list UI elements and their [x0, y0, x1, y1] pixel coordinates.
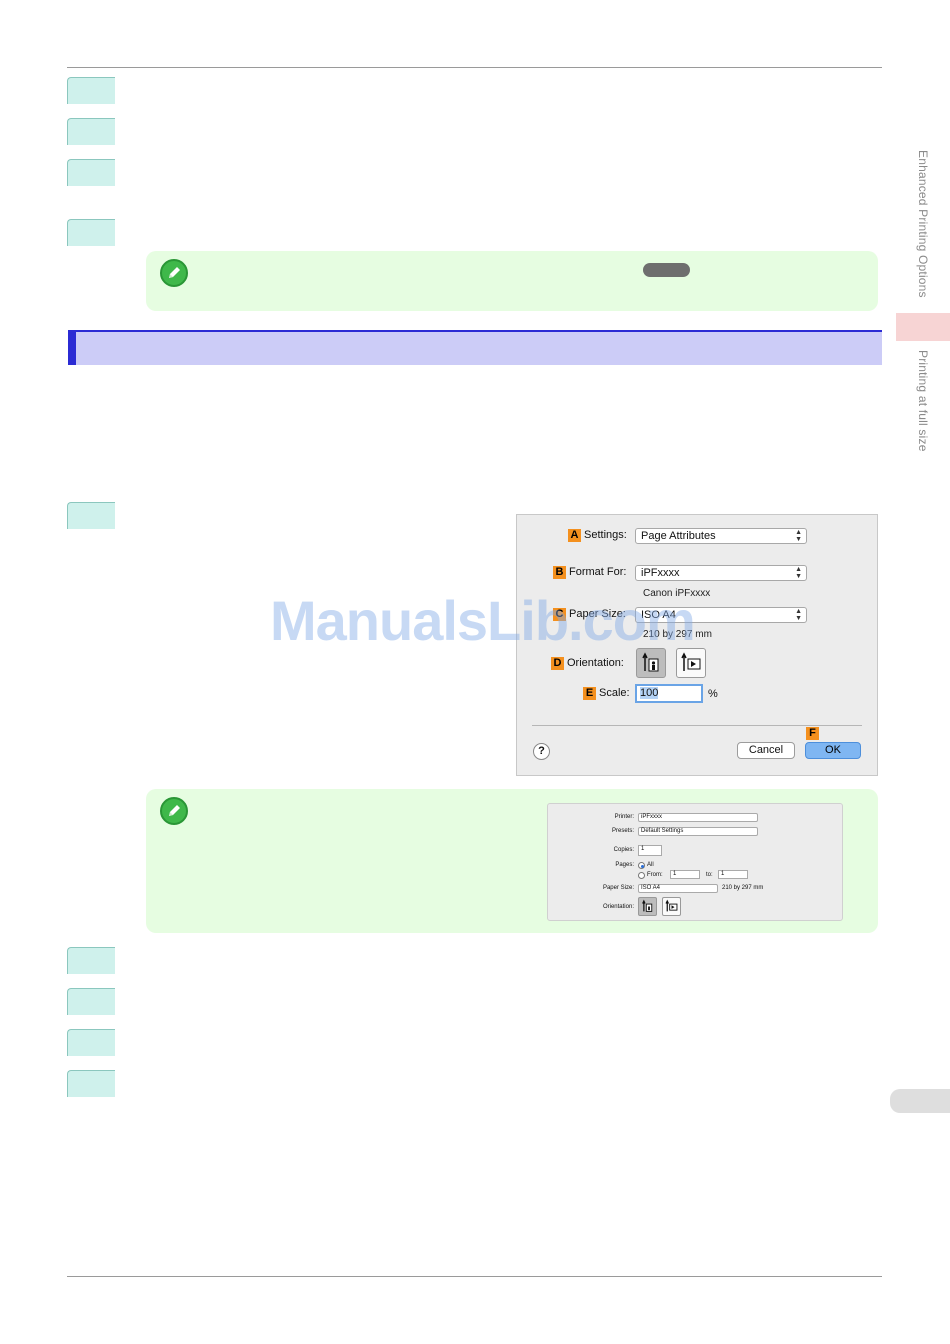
section-heading-bar	[68, 330, 882, 365]
scale-input[interactable]: 100	[635, 684, 703, 703]
side-chapter-title[interactable]: Enhanced Printing Options	[916, 150, 930, 298]
printer-select[interactable]: iPFxxxx	[638, 813, 758, 822]
updown-arrows-icon: ▲▼	[795, 566, 802, 580]
presets-select[interactable]: Default Settings	[638, 827, 758, 836]
copies-input[interactable]: 1	[638, 845, 662, 856]
pages-to-label: to:	[706, 872, 713, 878]
updown-arrows-icon: ▲▼	[795, 608, 802, 622]
scale-unit: %	[708, 688, 718, 700]
paper-size-select[interactable]: ISO A4	[638, 884, 718, 893]
paper-size-dims: 210 by 297 mm	[722, 885, 764, 891]
landscape-orientation-icon	[681, 652, 701, 671]
step-tab	[67, 1029, 115, 1056]
pages-all-radio[interactable]	[638, 862, 645, 869]
watermark: ManualsLib.com	[270, 589, 696, 652]
portrait-orientation-icon	[642, 652, 659, 672]
portrait-orientation-button[interactable]	[636, 648, 666, 678]
landscape-orientation-button[interactable]	[676, 648, 706, 678]
step-tab	[67, 502, 115, 529]
side-section-title[interactable]: Printing at full size	[916, 350, 930, 452]
portrait-orientation-button[interactable]	[638, 897, 657, 916]
format-for-subtext: Canon iPFxxxx	[643, 588, 711, 599]
help-button[interactable]: ?	[533, 743, 550, 760]
to-input[interactable]: 1	[718, 870, 748, 879]
footer-rule	[67, 1276, 882, 1277]
callout-badge: D	[551, 657, 564, 670]
step-tab	[67, 1070, 115, 1097]
copies-label: Copies:	[613, 847, 634, 853]
pages-label: Pages:	[615, 862, 634, 868]
step-tab	[67, 219, 115, 246]
ok-button[interactable]: OK	[805, 742, 861, 759]
callout-badge: A	[568, 529, 581, 542]
updown-arrows-icon: ▲▼	[795, 529, 802, 543]
callout-badge: F	[806, 727, 819, 740]
landscape-orientation-icon	[665, 899, 678, 912]
pages-from-label: From:	[647, 872, 663, 878]
paper-size-label: Paper Size:	[602, 885, 634, 891]
step-tab	[67, 159, 115, 186]
paper-size-subtext: 210 by 297 mm	[643, 629, 712, 640]
key-button-graphic	[643, 263, 690, 277]
step-tab	[67, 118, 115, 145]
pages-all-label: All	[647, 862, 654, 868]
callout-badge: E	[583, 687, 596, 700]
note-box	[146, 251, 878, 311]
step-tab	[67, 947, 115, 974]
orientation-label: Orientation:	[602, 904, 634, 910]
settings-select[interactable]: Page Attributes ▲▼	[635, 528, 807, 544]
pencil-note-icon	[160, 797, 188, 825]
print-dialog-thumbnail: Printer: iPFxxxx Presets: Default Settin…	[547, 803, 843, 921]
portrait-orientation-icon	[642, 899, 653, 912]
paper-size-select[interactable]: ISO A4 ▲▼	[635, 607, 807, 623]
header-rule	[67, 67, 882, 68]
step-tab	[67, 77, 115, 104]
dialog-divider	[532, 725, 862, 726]
callout-badge: B	[553, 566, 566, 579]
side-section-marker	[896, 313, 950, 341]
printer-label: Printer:	[614, 814, 634, 820]
side-page-tab[interactable]	[890, 1089, 950, 1113]
pages-range-radio[interactable]	[638, 872, 645, 879]
landscape-orientation-button[interactable]	[662, 897, 681, 916]
callout-badge: C	[553, 608, 566, 621]
cancel-button[interactable]: Cancel	[737, 742, 795, 759]
format-for-select[interactable]: iPFxxxx ▲▼	[635, 565, 807, 581]
presets-label: Presets:	[611, 828, 634, 834]
from-input[interactable]: 1	[670, 870, 700, 879]
step-tab	[67, 988, 115, 1015]
pencil-note-icon	[160, 259, 188, 287]
